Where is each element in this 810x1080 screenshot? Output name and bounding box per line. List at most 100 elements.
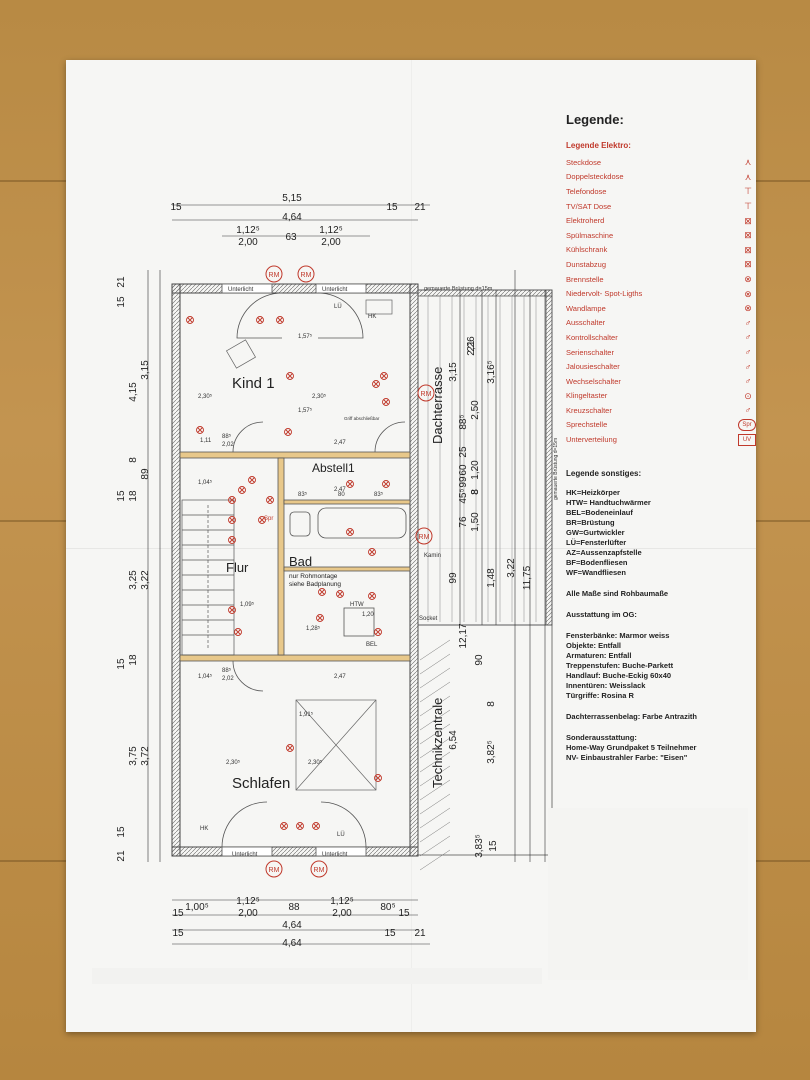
vent-label: LÜ: [334, 303, 342, 310]
dim-inner: 2,02: [222, 442, 234, 448]
dim-inner: 1,04⁵: [198, 673, 213, 680]
electrical-symbol: [336, 590, 344, 598]
dim-bottom: 1,12⁵: [236, 896, 260, 907]
dim-inner: 2,30⁵: [226, 759, 241, 766]
technik-hatch-line: [419, 639, 451, 661]
electrical-symbol: [346, 528, 354, 536]
dim-top: 5,15: [282, 193, 302, 204]
dim-inner: 1,28⁵: [306, 625, 321, 632]
rm-marker: RM: [415, 527, 433, 545]
dim-bottom: 15: [398, 908, 410, 919]
dim-inner: 2,02: [222, 676, 234, 682]
legend-text-line: AZ=Aussenzapfstelle: [566, 547, 642, 557]
vent-label: LÜ: [337, 831, 345, 838]
dim-top: 1,12⁵: [319, 225, 343, 236]
legend-elektro-list: Steckdose⋏Doppelsteckdose⋏Telefondose⊤TV…: [566, 155, 756, 447]
technik-hatch-line: [419, 723, 451, 745]
sonderausstattung-list: Sonderausstattung:Home-Way Grundpaket 5 …: [566, 733, 756, 763]
parapet-label: gemauerte Brüstung d=15m: [424, 286, 493, 292]
tv-socket-icon: ⊤: [744, 201, 752, 212]
dim-top: 4,64: [282, 212, 302, 223]
dim-bottom: 88: [288, 902, 300, 913]
dim-right: 1,50: [470, 512, 481, 532]
dim-inner: 83⁵: [298, 491, 308, 498]
legend-elektro-item: Dunstabzug⊠: [566, 257, 756, 272]
svg-text:RM: RM: [269, 272, 280, 279]
electrical-symbol: [372, 380, 380, 388]
dim-inner: 2,30⁵: [308, 759, 323, 766]
legend-item-label: Elektroherd: [566, 216, 605, 226]
dim-bottom: 15: [384, 928, 396, 939]
dim-inner: 1,09⁵: [240, 601, 255, 608]
legend-elektro-title: Legende Elektro:: [566, 141, 631, 150]
spot-icon: ⊗: [744, 288, 752, 299]
parapet-label: gemauerte Brüstung d=15m: [553, 438, 559, 500]
legend-item-label: Kontrollschalter: [566, 332, 618, 342]
dim-right: 2,26: [466, 336, 477, 356]
electrical-symbol: [286, 372, 294, 380]
room-label-abstell: Abstell1: [312, 461, 355, 475]
dim-inner: 83⁵: [374, 491, 384, 498]
dim-left: 18: [128, 490, 139, 502]
intercom-label: Spr: [264, 516, 273, 522]
electrical-symbol: [234, 628, 242, 636]
dim-right: 3,15: [448, 362, 459, 382]
technik-hatch-line: [419, 849, 451, 871]
lamp-icon: ⊗: [744, 274, 752, 285]
electrical-symbol: [374, 628, 382, 636]
dim-inner: 2,47: [334, 487, 346, 493]
electrical-symbol: [256, 316, 264, 324]
rm-marker: RM: [417, 384, 435, 402]
switch-icon: ♂: [744, 317, 752, 328]
dim-bottom: 21: [414, 928, 426, 939]
electrical-symbol: [296, 822, 304, 830]
rm-marker: RM: [265, 860, 283, 878]
dim-right: 90: [474, 654, 485, 666]
dim-right: 25: [458, 446, 469, 458]
dimension-lines: [147, 204, 546, 945]
window-label: Unterlicht: [228, 287, 254, 293]
dim-bottom: 1,00⁵: [185, 902, 209, 913]
dim-left: 21: [116, 850, 127, 862]
intercom-icon: Spr: [738, 418, 756, 431]
legend-item-label: Jalousieschalter: [566, 362, 620, 372]
legend-panel: Legende: Legende Elektro: Steckdose⋏Dopp…: [566, 112, 756, 763]
bad-note-2: siehe Badplanung: [289, 581, 341, 588]
inner-walls: [179, 451, 411, 662]
rm-marker: RM: [297, 265, 315, 283]
technik-hatch-line: [419, 807, 451, 829]
electrical-symbol: [316, 614, 324, 622]
legend-sonstiges-title: Legende sonstiges:: [566, 468, 642, 478]
windows: [221, 283, 367, 857]
electrical-symbol: [346, 480, 354, 488]
dim-top: 15: [170, 202, 182, 213]
electrical-symbol: [312, 822, 320, 830]
technik-hatch-line: [419, 793, 451, 815]
window-label: Unterlicht: [232, 852, 258, 858]
dim-inner: 2,47: [334, 440, 346, 446]
legend-text-line: Armaturen: Entfall: [566, 650, 632, 660]
control-switch-icon: ♂: [744, 332, 752, 343]
socket-label: Socket: [419, 616, 438, 622]
hood-icon: ⊠: [744, 259, 752, 270]
legend-elektro-item: Doppelsteckdose⋏: [566, 170, 756, 185]
dim-inner: 80: [338, 492, 345, 498]
legend-elektro-item: Serienschalter♂: [566, 345, 756, 360]
dim-right: 1,48: [486, 568, 497, 588]
dim-left: 18: [128, 654, 139, 666]
legend-elektro-item: Wandlampe⊗: [566, 301, 756, 316]
legend-item-label: Serienschalter: [566, 347, 614, 357]
dim-bottom: 1,12⁵: [330, 896, 354, 907]
svg-text:RM: RM: [314, 867, 325, 874]
dim-top: 21: [414, 202, 426, 213]
legend-elektro-item: Kontrollschalter ♂: [566, 330, 756, 345]
legend-elektro-item: Steckdose⋏: [566, 155, 756, 170]
dim-bottom: 15: [172, 908, 184, 919]
legend-text-line: BF=Bodenfliesen: [566, 557, 628, 567]
rm-marker: RM: [310, 860, 328, 878]
legend-text-line: Objekte: Entfall: [566, 640, 622, 650]
legend-elektro-item: Kreuzschalter♂: [566, 403, 756, 418]
dim-inner: 88⁵: [222, 433, 232, 440]
legend-elektro-item: Ausschalter♂: [566, 316, 756, 331]
